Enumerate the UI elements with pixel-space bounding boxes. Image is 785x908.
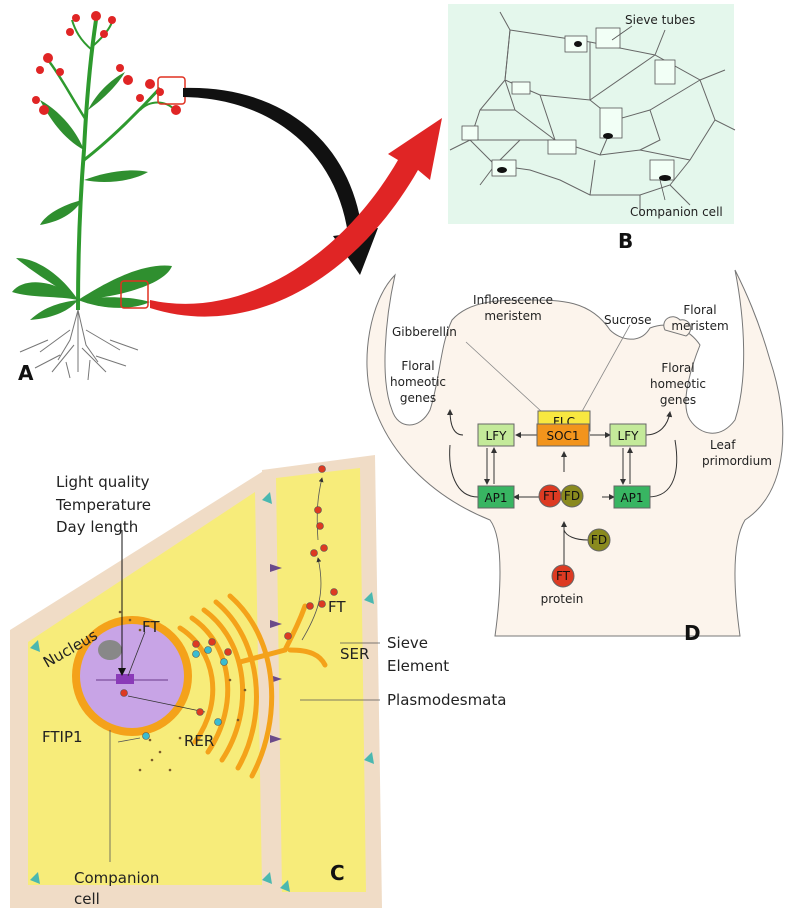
side-stem-right <box>83 86 162 162</box>
panel-label-d: D <box>684 621 701 645</box>
label-sucrose: Sucrose <box>604 313 651 327</box>
label-rer: RER <box>184 732 214 750</box>
rosette-leaf <box>16 258 78 300</box>
node-ft-center: FT <box>543 489 558 503</box>
node-soc1: SOC1 <box>546 429 579 443</box>
label-homeotic-left-1: Floral <box>401 359 434 373</box>
rosette-leaf <box>12 282 78 300</box>
cauline-leaf <box>40 100 84 150</box>
top-stem-left <box>71 19 93 51</box>
node-ft-lower: FT <box>556 569 571 583</box>
ft-lower-circle <box>551 564 575 588</box>
rosette-leaf <box>78 265 172 300</box>
panel-label-c: C <box>330 861 345 885</box>
label-temperature: Temperature <box>55 496 151 514</box>
flowers <box>32 11 181 115</box>
label-ft-sieve: FT <box>328 598 346 616</box>
main-stem <box>76 19 98 311</box>
companion-cells <box>461 27 676 181</box>
label-floral-meristem-2: meristem <box>671 319 728 333</box>
label-homeotic-left-2: homeotic <box>390 375 446 389</box>
label-homeotic-right-3: genes <box>660 393 696 407</box>
sieve-cytoplasm <box>276 468 366 892</box>
label-companion-1: Companion <box>74 869 159 887</box>
fd-lower-circle <box>587 528 611 552</box>
label-ftip1: FTIP1 <box>42 728 83 746</box>
wall-markers <box>30 492 374 892</box>
rer-membranes <box>177 593 328 779</box>
rosette-leaf <box>78 297 150 308</box>
cell-outlines <box>449 11 736 215</box>
companion-nuclei <box>497 41 671 181</box>
rosette-leaf <box>30 300 78 320</box>
cauline-leaf <box>88 72 125 110</box>
ftip1-molecules <box>142 646 228 740</box>
panel-label-a: A <box>18 361 34 385</box>
label-gibberellin: Gibberellin <box>392 325 457 339</box>
ft-molecules <box>120 465 338 716</box>
label-leaf-2: primordium <box>702 454 772 468</box>
meristem-outline <box>366 269 784 637</box>
pathway-arrows <box>447 409 678 565</box>
node-ap1-left: AP1 <box>484 491 507 505</box>
side-stem-left <box>47 59 88 121</box>
label-floral-meristem-1: Floral <box>683 303 716 317</box>
label-sieve-2: Element <box>387 657 449 675</box>
panel-d-meristem: FLC SOC1 LFY LFY AP1 AP1 FT FD FD FT pro… <box>366 269 784 637</box>
label-light-quality: Light quality <box>56 473 150 491</box>
label-homeotic-right-2: homeotic <box>650 377 706 391</box>
node-lfy-right: LFY <box>618 429 640 443</box>
label-inflorescence-1: Inflorescence <box>473 293 553 307</box>
label-homeotic-left-3: genes <box>400 391 436 405</box>
label-companion-2: cell <box>74 890 100 908</box>
label-companion-cell: Companion cell <box>630 205 723 219</box>
panel-label-b: B <box>618 229 633 253</box>
label-day-length: Day length <box>56 518 138 536</box>
roots <box>19 309 139 381</box>
label-leaf-1: Leaf <box>710 438 736 452</box>
label-inflorescence-2: meristem <box>484 309 541 323</box>
leaf-highlight-box <box>120 280 149 309</box>
label-sieve-1: Sieve <box>387 634 428 652</box>
ap1-left-box <box>477 485 515 509</box>
label-ft: FT <box>142 618 160 636</box>
node-fd-lower: FD <box>591 533 607 547</box>
panel-b-sieve-tubes: Sieve tubes Companion cell <box>448 4 736 224</box>
lfy-right-box <box>609 423 647 447</box>
ribosomes <box>118 610 247 772</box>
node-lfy-left: LFY <box>486 429 508 443</box>
label-protein: protein <box>541 592 584 606</box>
nucleolus <box>98 640 122 660</box>
panel-c-cell: Light quality Temperature Day length FT … <box>10 455 506 908</box>
red-arrow-to-b <box>150 118 442 317</box>
black-arrow-to-d <box>183 87 378 276</box>
label-plasmodesmata: Plasmodesmata <box>387 691 506 709</box>
panel-a-plant <box>12 11 186 381</box>
node-ap1-right: AP1 <box>620 491 643 505</box>
cauline-leaf <box>40 200 82 225</box>
ap1-right-box <box>613 485 651 509</box>
lfy-left-box <box>477 423 515 447</box>
soc1-box <box>536 423 590 447</box>
ft-gene <box>116 674 134 684</box>
label-homeotic-right-1: Floral <box>661 361 694 375</box>
label-ser: SER <box>340 645 369 663</box>
label-sieve-tubes: Sieve tubes <box>625 13 695 27</box>
cauline-leaf <box>84 170 148 183</box>
fd-center-circle <box>560 484 584 508</box>
node-fd-center: FD <box>564 489 580 503</box>
